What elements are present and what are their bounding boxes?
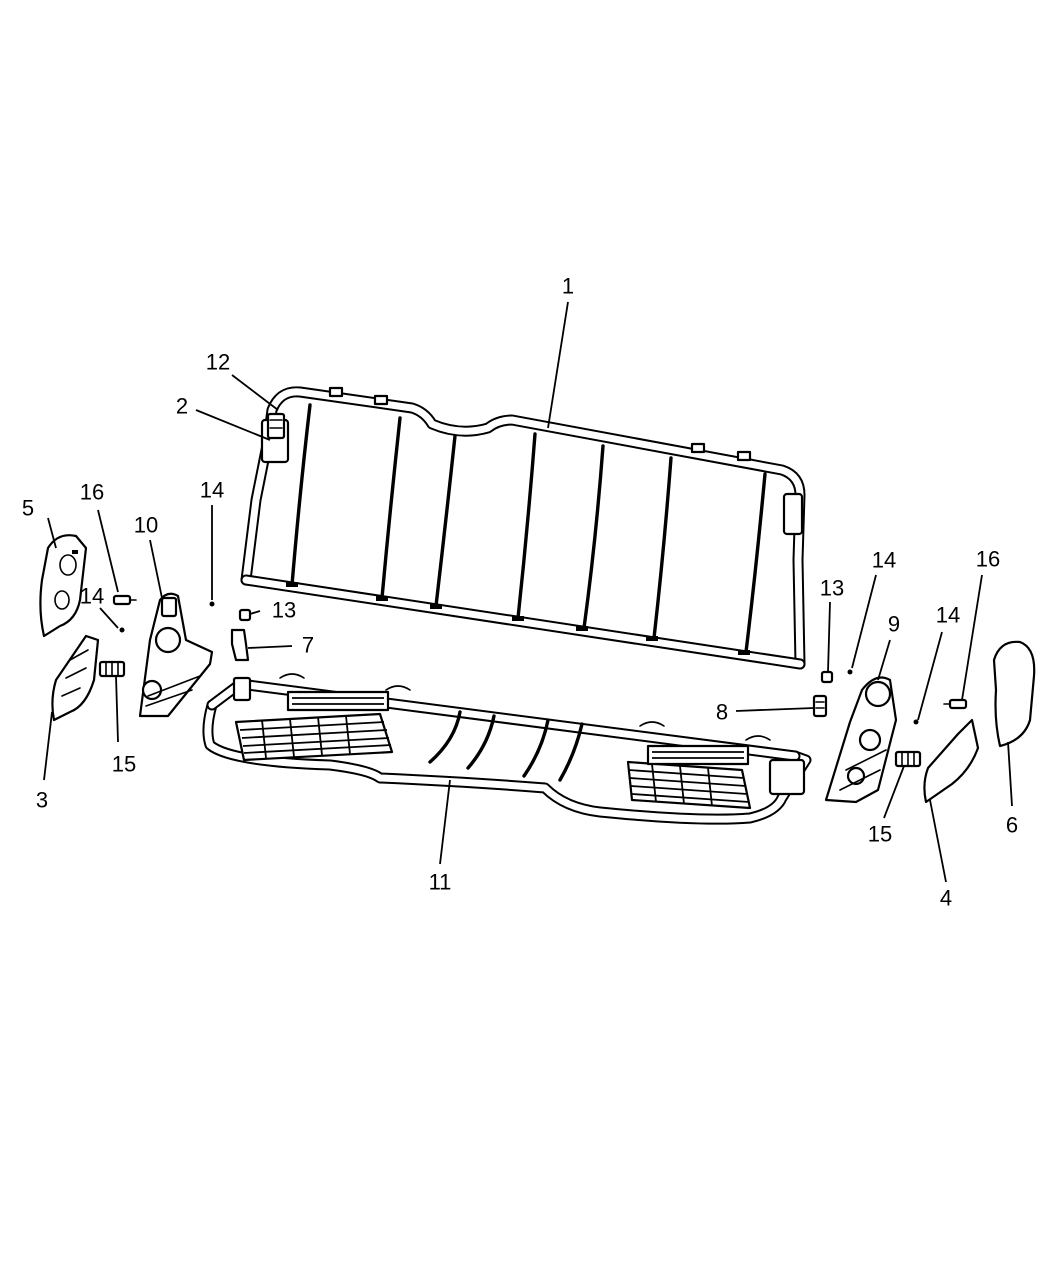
top-clip (736, 450, 752, 462)
hinge-bracket (230, 628, 250, 662)
callout-14-b: 14 (80, 584, 104, 609)
callout-16-right: 16 (976, 547, 1000, 572)
callout-3: 3 (36, 788, 48, 813)
callout-14-a: 14 (200, 478, 224, 503)
bolt-16-right (943, 698, 968, 710)
back-spring (652, 456, 673, 640)
callout-9: 9 (888, 612, 900, 637)
callout-2: 2 (176, 394, 188, 419)
right-recliner-mechanism (824, 676, 898, 804)
left-inner-cover (51, 634, 100, 722)
frame-latch (266, 412, 286, 440)
callout-5: 5 (22, 496, 34, 521)
fastener-14 (119, 601, 919, 725)
nut-set-15-right (894, 750, 922, 768)
right-inner-cover (923, 718, 980, 804)
top-clip (328, 386, 344, 398)
callout-10: 10 (134, 513, 158, 538)
callout-15-left: 15 (112, 752, 136, 777)
left-seat-mesh (234, 690, 394, 762)
latch-striker (812, 694, 828, 718)
callout-7: 7 (302, 633, 314, 658)
callout-8: 8 (716, 700, 728, 725)
seat-spring (466, 714, 496, 770)
callout-13-right: 13 (820, 576, 844, 601)
left-recliner-mechanism (138, 592, 214, 718)
callout-14-d: 14 (936, 603, 960, 628)
frame-hook (385, 685, 411, 691)
seat-back-frame (240, 386, 806, 670)
seat-cushion-frame (202, 673, 812, 825)
cushion-end-bracket (232, 676, 252, 702)
back-spring (380, 416, 402, 600)
back-spring (290, 403, 312, 587)
callout-12: 12 (206, 350, 230, 375)
callout-16-left: 16 (80, 480, 104, 505)
seat-spring (522, 718, 550, 778)
frame-hook (745, 735, 771, 741)
leader-lines (43, 301, 1013, 883)
fastener-13-right (820, 670, 834, 684)
seat-spring (428, 710, 462, 764)
frame-hook (279, 673, 305, 679)
callout-1: 1 (562, 274, 574, 299)
bolt-16-left (112, 594, 137, 606)
back-spring (434, 434, 457, 608)
callout-14-c: 14 (872, 548, 896, 573)
seat-spring (558, 722, 584, 782)
nut-set-15-left (98, 660, 126, 678)
cushion-end-bracket (768, 758, 806, 796)
callout-4: 4 (940, 886, 952, 911)
callout-6: 6 (1006, 813, 1018, 838)
right-outer-cover (992, 640, 1036, 748)
back-spring (744, 472, 767, 654)
back-spring (582, 444, 605, 630)
top-clip (373, 394, 389, 406)
callout-11: 11 (429, 870, 452, 895)
back-spring (516, 432, 537, 620)
top-clip (690, 442, 706, 454)
callout-13-left: 13 (272, 598, 296, 623)
right-seat-mesh (626, 744, 752, 810)
callout-15-right: 15 (868, 822, 892, 847)
frame-hook (639, 721, 665, 727)
fastener-13-left (238, 608, 252, 622)
left-outer-cover (39, 534, 88, 638)
callout-labels: 1 2 3 4 5 6 7 8 9 10 11 12 13 13 14 14 1… (22, 274, 1018, 911)
right-frame-bracket (782, 492, 804, 536)
